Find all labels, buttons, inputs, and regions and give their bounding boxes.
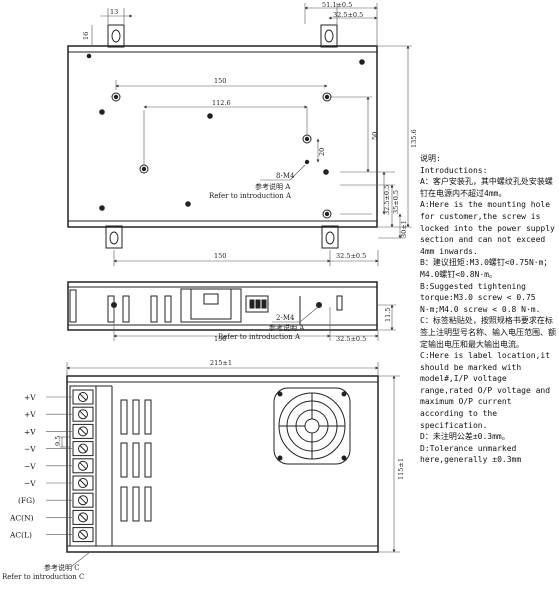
terminal-label: (FG) <box>18 496 35 505</box>
label-ref-a-en-side: Refer to introduction A <box>218 333 301 341</box>
dim-32-right: 32.5±0.5 <box>383 185 391 215</box>
terminal-screw <box>78 478 88 488</box>
dim-32-top: 32.5±0.5 <box>333 11 363 19</box>
terminal-screw-slot <box>79 479 87 487</box>
terminal-label: −V <box>24 479 36 488</box>
terminal-screw-housing <box>72 389 94 405</box>
dim-13: 13 <box>110 8 118 16</box>
note-line: D：未注明公差±0.3mm。 <box>420 432 510 442</box>
note-line: Introductions: <box>420 165 488 175</box>
label-m4-side: 2-M4 <box>276 314 295 322</box>
dim-11: 11.5 <box>384 308 392 322</box>
label-ref-a-cn-side: 参考说明 A <box>269 323 305 332</box>
terminal-screw <box>78 495 88 506</box>
terminal-screw-housing <box>72 475 94 491</box>
dim-30: 30±1 <box>400 220 408 238</box>
note-line: D:Tolerance unmarked here,generally ±0.3… <box>420 443 522 465</box>
terminal-label: +V <box>24 393 36 402</box>
terminal-screw-housing <box>72 492 94 508</box>
note-line: B：建议扭矩:M3.0螺钉<0.75N·m；M4.0螺钉<0.8N·m。 <box>420 258 552 279</box>
terminal-screw <box>78 460 88 471</box>
note-line: 说明: <box>420 154 441 163</box>
terminal-label: +V <box>24 427 36 436</box>
terminal-screw <box>78 426 88 437</box>
terminal-screw <box>78 512 88 523</box>
terminal-screw-housing <box>72 406 94 422</box>
top-tab-right <box>320 24 338 48</box>
side-body <box>67 281 378 331</box>
terminal-screw-housing <box>72 509 94 525</box>
terminal-screw-housing <box>72 527 94 543</box>
bottom-tab-left <box>105 225 123 249</box>
terminal-label: AC(L) <box>9 531 32 540</box>
terminal-screw <box>78 529 88 540</box>
fan-grille <box>273 387 351 465</box>
dim-32-bottom: 32.5±0.5 <box>336 252 366 260</box>
top-tab-left <box>107 24 125 48</box>
dim-20: 20 <box>318 148 326 156</box>
dim-115: 115±1 <box>397 458 405 480</box>
note-line: B:Suggested tightening torque:M3.0 screw… <box>420 281 541 314</box>
dim-215: 215±1 <box>210 359 232 367</box>
label-ref-c-cn: 参考说明 C <box>44 563 80 572</box>
top-view <box>67 3 412 266</box>
terminal-label: +V <box>24 410 36 419</box>
label-m4-top: 8-M4 <box>276 172 295 180</box>
dim-32-side: 32.5±0.5 <box>336 335 366 343</box>
dim-150-bottom: 150 <box>214 252 226 260</box>
reference-labels: 8-M4 参考说明 A Refer to introduction A 2-M4… <box>2 172 305 581</box>
note-line: C:Here is label location,it should be ma… <box>420 351 555 430</box>
terminal-screw <box>78 409 88 420</box>
vent-slots <box>120 399 152 522</box>
terminal-label: −V <box>24 445 36 454</box>
dim-150-side: 150 <box>214 335 226 343</box>
side-view <box>67 281 396 341</box>
terminal-screw-housing <box>72 423 94 439</box>
dim-150-top: 150 <box>214 77 226 85</box>
label-ref-a-en-top: Refer to introduction A <box>209 192 292 200</box>
dim-135: 135.6 <box>410 129 418 148</box>
introductions-notes: 说明: Introductions: A：客户安装孔，其中螺纹孔处安装螺钉在电源内不… <box>420 153 558 466</box>
dim-16: 16 <box>82 32 90 40</box>
dim-51: 51.1±0.5 <box>322 1 352 9</box>
note-line: A:Here is the mounting hole for customer… <box>420 200 555 256</box>
dim-35: 35±0.5 <box>392 190 400 214</box>
terminal-screw-housing <box>72 441 94 457</box>
terminal-screw-slot <box>79 445 87 452</box>
label-ref-c-en: Refer to introduction C <box>2 573 84 581</box>
terminal-screw-housing <box>72 458 94 474</box>
terminal-screw-slot <box>79 410 87 418</box>
terminal-screw <box>78 443 88 454</box>
terminal-label: AC(N) <box>9 513 34 522</box>
terminal-screw-slot <box>79 428 87 435</box>
bottom-tab-right <box>321 225 339 249</box>
front-body <box>66 375 379 553</box>
dim-50: 50 <box>371 132 379 140</box>
terminal-screw-slot <box>79 462 87 470</box>
terminal-labels: +V +V +V −V −V −V (FG) AC(N) AC(L) <box>9 393 72 540</box>
terminal-screw-slot <box>79 393 87 401</box>
note-line: A：客户安装孔，其中螺纹孔处安装螺钉在电源内不超过4mm。 <box>420 177 553 198</box>
dimension-labels: 13 16 51.1±0.5 32.5±0.5 150 112.6 50 135… <box>54 1 418 480</box>
terminal-screw-slot <box>79 514 87 521</box>
terminal-screw-slot <box>79 531 87 538</box>
terminal-screw <box>78 392 88 402</box>
dim-112: 112.6 <box>212 99 231 107</box>
terminal-screw-slot <box>79 496 87 504</box>
front-view <box>60 362 400 567</box>
dim-9: 9.5 <box>54 436 62 446</box>
top-plate <box>67 45 378 228</box>
note-line: C：标签粘贴处，按照规格书要求在标签上注明型号名称、输入电压范围、额定输出电压和… <box>420 316 556 349</box>
label-ref-a-cn-top: 参考说明 A <box>255 182 291 191</box>
terminal-label: −V <box>24 462 36 471</box>
